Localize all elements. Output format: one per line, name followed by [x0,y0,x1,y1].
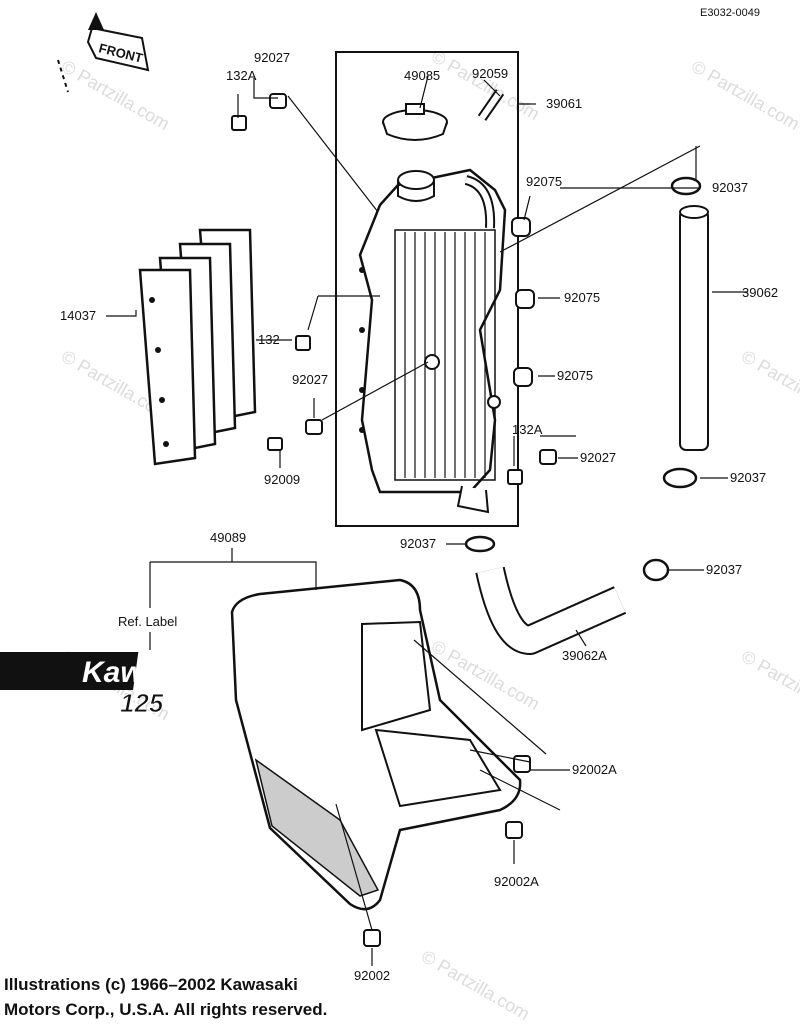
part-label: 92027 [292,372,328,387]
part-label: 92059 [472,66,508,81]
part-label: 92075 [526,174,562,189]
part-label: 92075 [564,290,600,305]
watermark-text: © Partzilla.com [58,56,173,134]
part-label: 92075 [557,368,593,383]
part-label: 49085 [404,68,440,83]
part-label: 92027 [254,50,290,65]
watermark-text: © Partzilla.com [738,646,800,724]
part-label: 39061 [546,96,582,111]
part-label: Ref. Label [118,614,177,629]
watermark-text: © Partzilla.com [688,56,800,134]
copyright-notice: Illustrations (c) 1966–2002 Kawasaki Mot… [4,972,327,1022]
part-label: 39062A [562,648,607,663]
part-label: 132A [226,68,257,83]
hose-clamp-icon [464,176,702,582]
copyright-line-1: Illustrations (c) 1966–2002 Kawasaki [4,975,298,994]
radiator-assembly-bracket [335,51,519,527]
radiator-hose-upper [679,205,709,451]
model-logo-text: 125 [120,688,164,718]
reference-code: E3032-0049 [700,7,760,19]
radiator [358,168,507,514]
part-label: 92027 [580,450,616,465]
part-label: 49089 [210,530,246,545]
leader-lines [106,75,748,966]
part-label: 132A [512,422,543,437]
watermark-text: © Partzilla.com [738,346,800,424]
part-label: 92037 [730,470,766,485]
part-label: 92002 [354,968,390,983]
part-label: 92037 [712,180,748,195]
brand-logo-text: Kawasaki [82,656,219,689]
radiator-grille [138,228,257,466]
part-label: 92037 [706,562,742,577]
kawasaki-logo: Kawasaki 125 [0,652,219,719]
part-label: 92037 [400,536,436,551]
front-arrow-icon: FRONT [86,12,150,72]
part-label: 132 [258,332,280,347]
part-label: 92009 [264,472,300,487]
part-label: 92002A [494,874,539,889]
radiator-cap [382,103,448,141]
copyright-line-2: Motors Corp., U.S.A. All rights reserved… [4,1000,328,1019]
part-label: 14037 [60,308,96,323]
part-label: 39062 [742,285,778,300]
watermark-text: © Partzilla.com [418,946,533,1024]
part-label: 92002A [572,762,617,777]
radiator-shroud [230,578,522,911]
